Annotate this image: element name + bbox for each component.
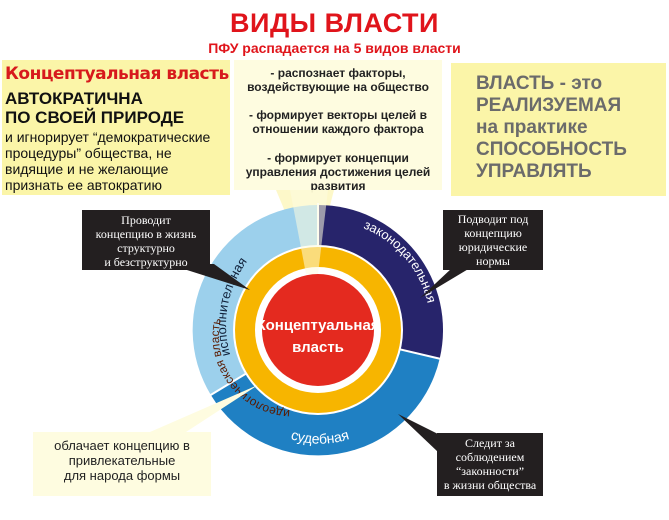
power-definition-box [451,63,666,196]
legislative-callout-pointer [420,268,470,298]
conceptual-power-heading: Концептуальная власть [5,64,229,84]
core-label-line-2: власть [292,339,344,356]
judicial-callout-line-3: “законности” [455,464,525,478]
power-definition-line-1: ВЛАСТЬ - это [476,73,603,94]
functions-box [234,60,442,190]
power-definition-line-2: РЕАЛИЗУЕМАЯ [476,95,622,116]
executive-callout-line-1: Проводит [121,213,171,227]
judicial-callout-pointer [398,414,438,452]
executive-callout: Проводит концепцию в жизнь структурно и … [82,210,210,270]
executive-callout-pointer [168,264,250,290]
judicial-callout-line-2: соблюдением [455,450,525,464]
function-item-3-line-3: развития [310,179,366,193]
autocracy-description: и игнорирует “демократические процедуры”… [5,129,227,193]
ideological-callout-line-1: облачает концепцию в [54,438,190,453]
legislative-callout-line-4: нормы [476,254,510,268]
autocracy-box [2,60,230,195]
ideological-callout-line-2: привлекательные [68,453,176,468]
ideological-callout: облачает концепцию в привлекательные для… [33,432,211,496]
power-definition-line-5: УПРАВЛЯТЬ [476,161,592,182]
core-label-line-1: Концептуальная [256,317,379,334]
function-item-1-line-2: воздействующие на общество [247,80,429,94]
autocracy-desc-line-4: признать ее автократию [5,177,162,193]
executive-callout-line-3: структурно [117,241,175,255]
ideological-callout-pointer [150,385,258,432]
autocracy-statement: АВТОКРАТИЧНА ПО СВОЕЙ ПРИРОДЕ [5,89,227,127]
power-definition-line-3: на практике [476,117,588,138]
function-item-2: - формирует векторы целей в отношении ка… [236,108,440,136]
focus-beam-overlay [290,190,328,274]
judicial-callout-line-1: Следит за [465,436,515,450]
autocracy-desc-line-3: видящие и не желающие [5,161,169,177]
function-item-2-line-2: отношении каждого фактора [252,122,424,136]
conceptual-core [262,274,374,386]
legislative-callout-line-3: юридические [458,240,528,254]
judicial-callout: Следит за соблюдением “законности” в жиз… [437,433,543,496]
function-item-1: - распознает факторы, воздействующие на … [236,66,440,94]
power-definition: ВЛАСТЬ - это РЕАЛИЗУЕМАЯ на практике СПО… [476,73,666,183]
function-item-3-line-2: управления достижения целей [245,165,431,179]
judicial-label: судебная [289,426,350,446]
legislative-callout: Подводит под концепцию юридические нормы [443,210,543,270]
judicial-callout-line-4: в жизни общества [443,478,537,492]
function-item-3: - формирует концепции управления достиже… [236,151,440,193]
autocracy-desc-line-1: и игнорирует “демократические [5,129,211,145]
function-item-2-line-1: - формирует векторы целей в [249,108,427,122]
autocracy-line-1: АВТОКРАТИЧНА [5,89,143,108]
page-subtitle: ПФУ распадается на 5 видов власти [208,40,461,56]
legislative-callout-line-1: Подводит под [457,212,529,226]
executive-callout-line-2: концепцию в жизнь [95,227,197,241]
power-definition-line-4: СПОСОБНОСТЬ [476,139,627,160]
page-title: ВИДЫ ВЛАСТИ [230,8,439,38]
ideological-callout-line-3: для народа формы [63,468,181,483]
legislative-callout-line-2: концепцию [464,226,522,240]
function-item-1-line-1: - распознает факторы, [270,66,406,80]
function-item-3-line-1: - формирует концепции [267,151,409,165]
autocracy-desc-line-2: процедуры” общества, не [5,145,172,161]
executive-callout-line-4: и безструктурно [104,255,188,269]
autocracy-line-2: ПО СВОЕЙ ПРИРОДЕ [5,108,185,127]
